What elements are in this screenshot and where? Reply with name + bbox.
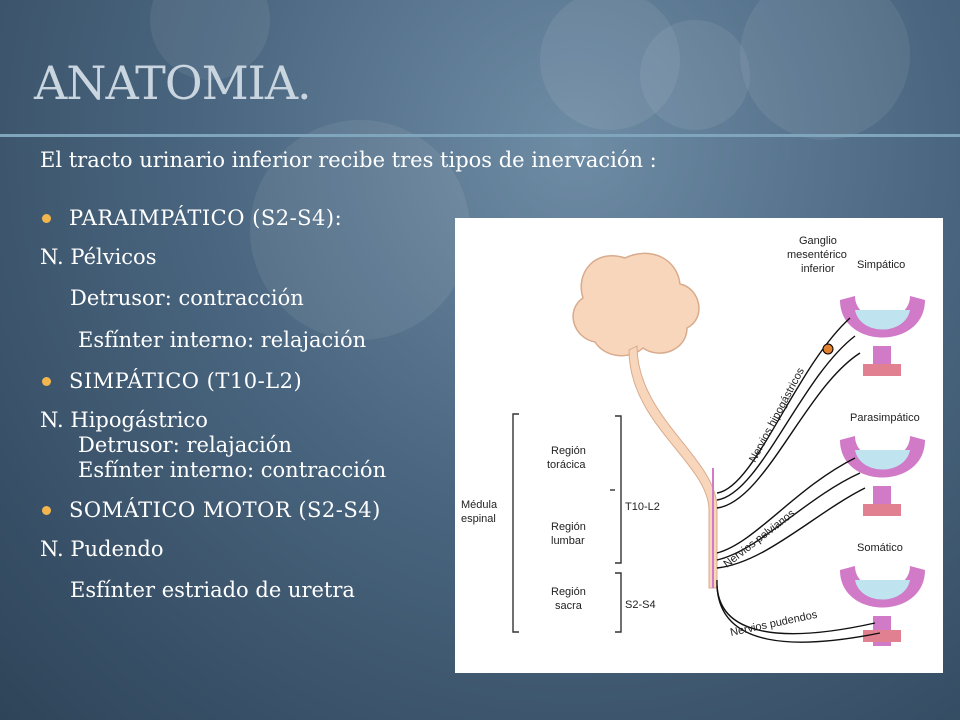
label-lumbar-2: lumbar <box>551 535 585 547</box>
list-item-parasympathetic: PARAIMPÁTICO (S2-S4): <box>40 206 460 231</box>
effect-text: Esfínter interno: relajación <box>78 327 367 352</box>
label-toracica-2: torácica <box>547 459 586 471</box>
label-simpatico: Simpático <box>857 259 905 271</box>
background-bubble <box>740 0 910 140</box>
innervation-diagram: Ganglio mesentérico inferior Simpático P… <box>455 218 943 673</box>
effect-text: Detrusor: contracción <box>70 286 304 311</box>
background-bubble <box>540 0 680 130</box>
slide-title: ANATOMIA. <box>34 56 312 110</box>
label-medula-2: espinal <box>461 513 496 525</box>
bladder-somatic <box>840 566 925 646</box>
diagram-svg: Ganglio mesentérico inferior Simpático P… <box>461 235 925 646</box>
label-ganglio-3: inferior <box>801 263 835 275</box>
section-heading: PARAIMPÁTICO (S2-S4): <box>69 206 343 230</box>
label-somatico: Somático <box>857 542 903 554</box>
label-s2-s4: S2-S4 <box>625 599 656 611</box>
bullet-icon <box>42 376 51 386</box>
effect-text: Esfínter estriado de uretra <box>70 577 355 602</box>
section-heading: SIMPÁTICO (T10-L2) <box>69 368 303 393</box>
innervation-list: PARAIMPÁTICO (S2-S4): N. Pélvicos Detrus… <box>40 206 460 603</box>
intro-text: El tracto urinario inferior recibe tres … <box>40 148 657 172</box>
background-bubble <box>640 20 750 130</box>
label-nervios-pudendos: Nervios pudendos <box>729 609 819 639</box>
bladder-sympathetic <box>840 296 925 376</box>
brain-shape <box>572 252 700 357</box>
spinal-cord <box>628 345 718 589</box>
bladder-parasympathetic <box>840 436 925 516</box>
nerve-name: N. Pudendo <box>40 536 164 561</box>
bullet-icon <box>42 505 51 515</box>
label-medula-1: Médula <box>461 499 498 511</box>
section-heading: SOMÁTICO MOTOR (S2-S4) <box>69 497 381 522</box>
title-divider <box>0 134 960 137</box>
nerve-name: N. Pélvicos <box>40 245 157 270</box>
effect-text: Detrusor: relajación <box>78 433 292 458</box>
label-ganglio-2: mesentérico <box>787 249 847 261</box>
nerve-name: N. Hipogástrico <box>40 407 208 432</box>
label-sacra-2: sacra <box>555 600 583 612</box>
nerve-tracts <box>716 317 881 643</box>
list-item-somatic: SOMÁTICO MOTOR (S2-S4) <box>40 498 460 523</box>
label-t10-l2: T10-L2 <box>625 501 660 513</box>
region-brackets <box>512 413 622 633</box>
list-item-sympathetic: SIMPÁTICO (T10-L2) <box>40 369 460 394</box>
bullet-icon <box>42 214 51 224</box>
label-sacra-1: Región <box>551 586 586 598</box>
label-parasimpatico: Parasimpático <box>850 412 920 424</box>
label-lumbar-1: Región <box>551 521 586 533</box>
label-toracica-1: Región <box>551 445 586 457</box>
ganglion-marker <box>822 343 834 355</box>
label-nervios-hipogastricos: Nervios hipogástricos <box>747 365 807 464</box>
background-bubble <box>250 120 470 340</box>
effect-text: Esfínter interno: contracción <box>78 458 387 483</box>
label-ganglio-1: Ganglio <box>799 235 837 247</box>
